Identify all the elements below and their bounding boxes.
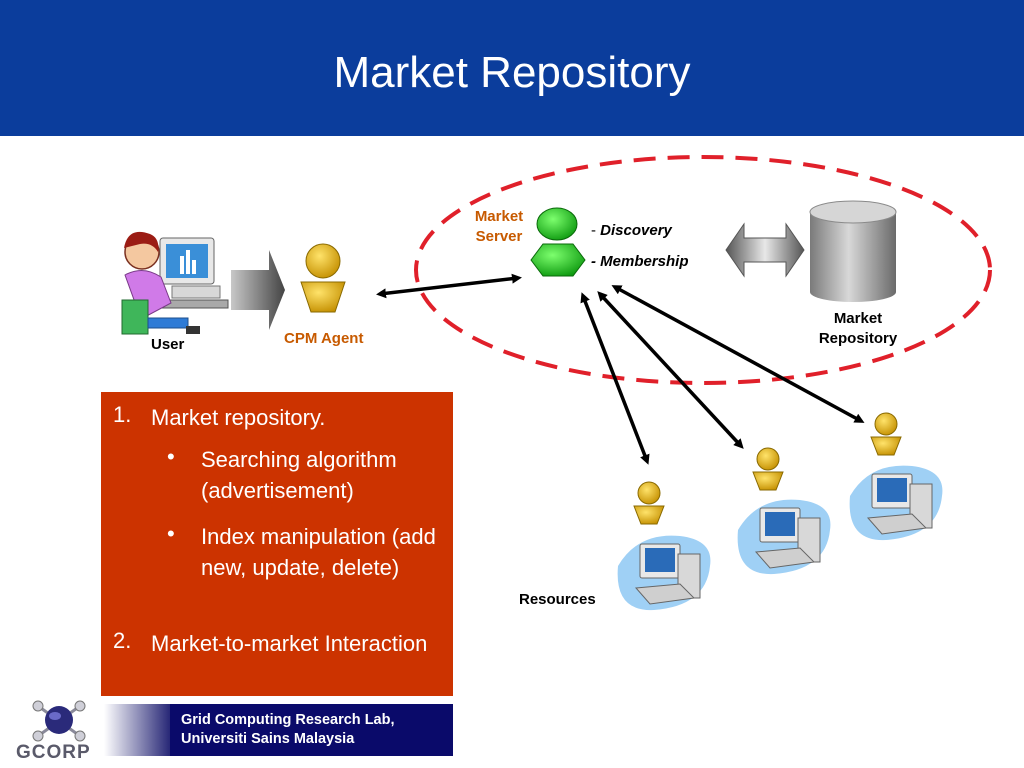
server-person-icon — [530, 207, 586, 277]
bullet: • — [167, 521, 175, 546]
resource-agent-icon — [633, 481, 665, 525]
list-number: 1. — [113, 402, 132, 427]
resource-agent-icon — [870, 412, 902, 456]
footer-line2: Universiti Sains Malaysia — [181, 731, 355, 747]
slide-title: Market Repository — [333, 48, 691, 97]
market-repository-label-line2: Repository — [818, 330, 898, 347]
market-server-label-line1: Market — [474, 208, 524, 225]
logo-text: GCORP — [16, 742, 91, 763]
discovery-label: - Discovery — [591, 222, 672, 239]
computer-icon — [849, 465, 943, 541]
server-repository-double-arrow — [725, 222, 805, 278]
membership-label: - Membership — [591, 253, 689, 270]
resources-label: Resources — [519, 591, 596, 608]
info-box: 1. Market repository. • Searching algori… — [101, 392, 453, 696]
list-text: Market-to-market Interaction — [151, 631, 428, 656]
market-repository-label-line1: Market — [833, 310, 883, 327]
list-number: 2. — [113, 628, 132, 653]
sub-list-text: Searching algorithm (advertisement) — [201, 447, 397, 503]
market-boundary-ellipse — [414, 155, 992, 385]
computer-icon — [737, 499, 831, 575]
cpm-agent-label: CPM Agent — [284, 330, 364, 347]
footer-banner: Grid Computing Research Lab, Universiti … — [170, 704, 453, 756]
logo-icon — [32, 700, 86, 742]
user-label: User — [151, 336, 185, 353]
agent-server-link — [376, 273, 522, 299]
discovery-text: Discovery — [600, 222, 672, 239]
server-resource3-link — [611, 285, 865, 423]
footer-gradient — [104, 704, 174, 756]
cpm-agent-icon — [300, 243, 346, 313]
title-bar — [0, 0, 1024, 136]
list-text: Market repository. — [151, 405, 326, 430]
user-to-agent-arrow — [231, 250, 285, 330]
database-cylinder-icon — [809, 200, 897, 302]
market-server-label-line2: Server — [475, 228, 523, 245]
bullet: • — [167, 444, 175, 469]
user-at-computer-icon — [121, 231, 229, 335]
resource-agent-icon — [752, 447, 784, 491]
computer-icon — [617, 535, 711, 611]
sub-list-text: Index manipulation (add new, update, del… — [201, 524, 436, 580]
footer-line1: Grid Computing Research Lab, — [181, 712, 395, 728]
